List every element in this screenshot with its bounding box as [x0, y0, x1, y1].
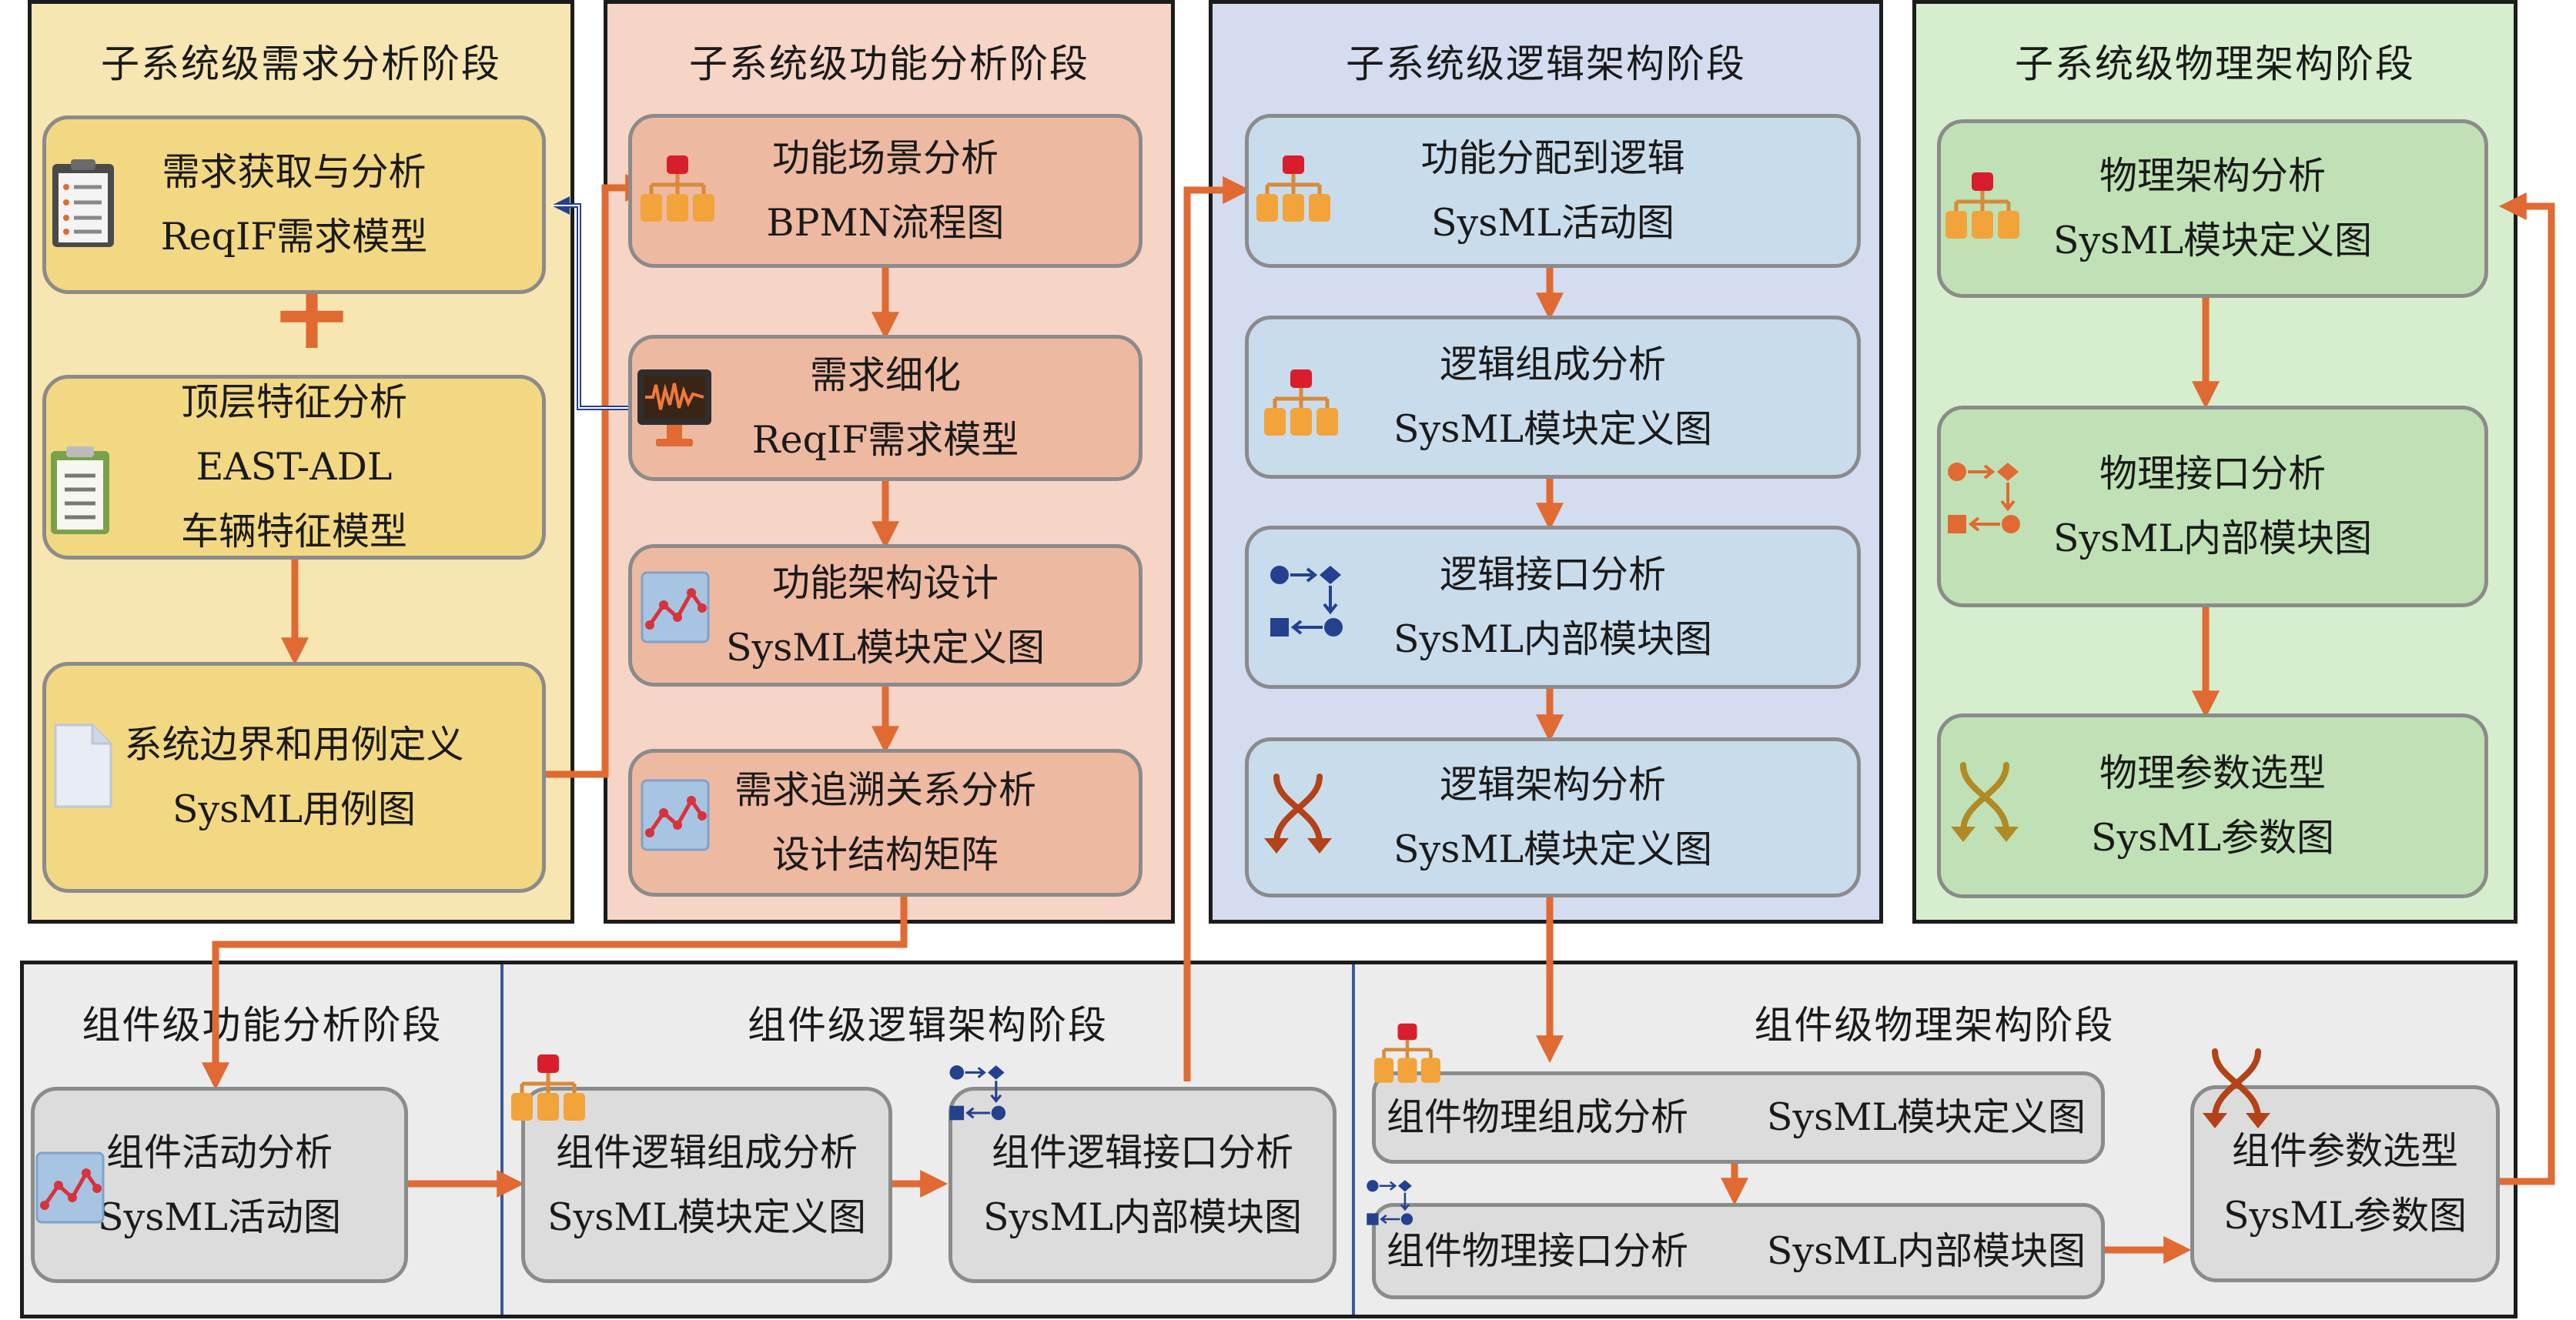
clipboard-icon — [52, 159, 114, 247]
box-comp-phys-if[interactable]: 组件物理接口分析 SysML内部模块图 — [1372, 1203, 2105, 1299]
box-func-scene[interactable]: 功能场景分析 BPMN流程图 — [628, 114, 1142, 268]
divider-1 — [500, 964, 503, 1315]
box-logic-comp[interactable]: 逻辑组成分析 SysML模块定义图 — [1245, 316, 1861, 479]
comp-func-title: 组件级功能分析阶段 — [82, 1003, 443, 1048]
box-comp-param[interactable]: 组件参数选型 SysML参数图 — [2190, 1085, 2500, 1282]
box-phys-param[interactable]: 物理参数选型 SysML参数图 — [1937, 713, 2488, 898]
panel-title: 子系统级物理架构阶段 — [2015, 42, 2415, 86]
interface-icon — [1367, 1180, 1413, 1225]
interface-icon — [1948, 463, 2020, 533]
hierarchy-icon — [511, 1054, 585, 1121]
hierarchy-icon — [1256, 155, 1330, 222]
interface-icon — [1270, 566, 1343, 637]
box-logic-arch[interactable]: 逻辑架构分析 SysML模块定义图 — [1245, 737, 1861, 897]
comp-phys-title: 组件级物理架构阶段 — [1754, 1003, 2115, 1048]
hierarchy-icon — [1264, 369, 1338, 436]
arrow — [1183, 176, 1251, 1081]
line-chart-icon — [641, 779, 710, 851]
box-phys-arch[interactable]: 物理架构分析 SysML模块定义图 — [1937, 119, 2488, 298]
box-sys-boundary[interactable]: 系统边界和用例定义 SysML用例图 — [42, 662, 546, 893]
line-chart-icon — [35, 1151, 105, 1224]
hierarchy-icon — [1374, 1023, 1440, 1083]
box-trace[interactable]: 需求追溯关系分析 设计结构矩阵 — [628, 749, 1142, 897]
crossing-arrows-icon — [1264, 774, 1332, 854]
panel-title: 子系统级逻辑架构阶段 — [1346, 42, 1746, 86]
box-req-acq[interactable]: 需求获取与分析 ReqIF需求模型 — [42, 115, 546, 294]
box-comp-phys-comp[interactable]: 组件物理组成分析 SysML模块定义图 — [1372, 1071, 2105, 1164]
box-top-feature[interactable]: 顶层特征分析 EAST-ADL 车辆特征模型 — [42, 375, 546, 560]
blue-arrow — [551, 196, 639, 410]
box-logic-if[interactable]: 逻辑接口分析 SysML内部模块图 — [1245, 526, 1861, 689]
hierarchy-icon — [641, 155, 714, 222]
panel-title: 子系统级功能分析阶段 — [689, 42, 1089, 86]
box-phys-if[interactable]: 物理接口分析 SysML内部模块图 — [1937, 406, 2488, 607]
line-chart-icon — [641, 571, 710, 643]
crossing-arrows-icon — [2203, 1048, 2270, 1128]
box-req-refine[interactable]: 需求细化 ReqIF需求模型 — [628, 335, 1142, 481]
document-icon — [54, 723, 112, 808]
box-comp-logic-if[interactable]: 组件逻辑接口分析 SysML内部模块图 — [948, 1087, 1337, 1283]
interface-icon — [949, 1065, 1006, 1121]
box-func-arch[interactable]: 功能架构设计 SysML模块定义图 — [628, 544, 1142, 687]
crossing-arrows-icon — [1951, 762, 2019, 842]
comp-logic-title: 组件级逻辑架构阶段 — [748, 1003, 1108, 1048]
box-func-alloc[interactable]: 功能分配到逻辑 SysML活动图 — [1245, 114, 1861, 268]
arrow — [542, 174, 654, 778]
panel-title: 子系统级需求分析阶段 — [101, 42, 501, 86]
arrow — [2498, 192, 2555, 1185]
monitor-icon — [637, 369, 711, 446]
divider-2 — [1352, 964, 1355, 1315]
clipboard-icon — [51, 446, 109, 534]
hierarchy-icon — [1945, 172, 2019, 239]
arrow — [202, 893, 908, 1091]
